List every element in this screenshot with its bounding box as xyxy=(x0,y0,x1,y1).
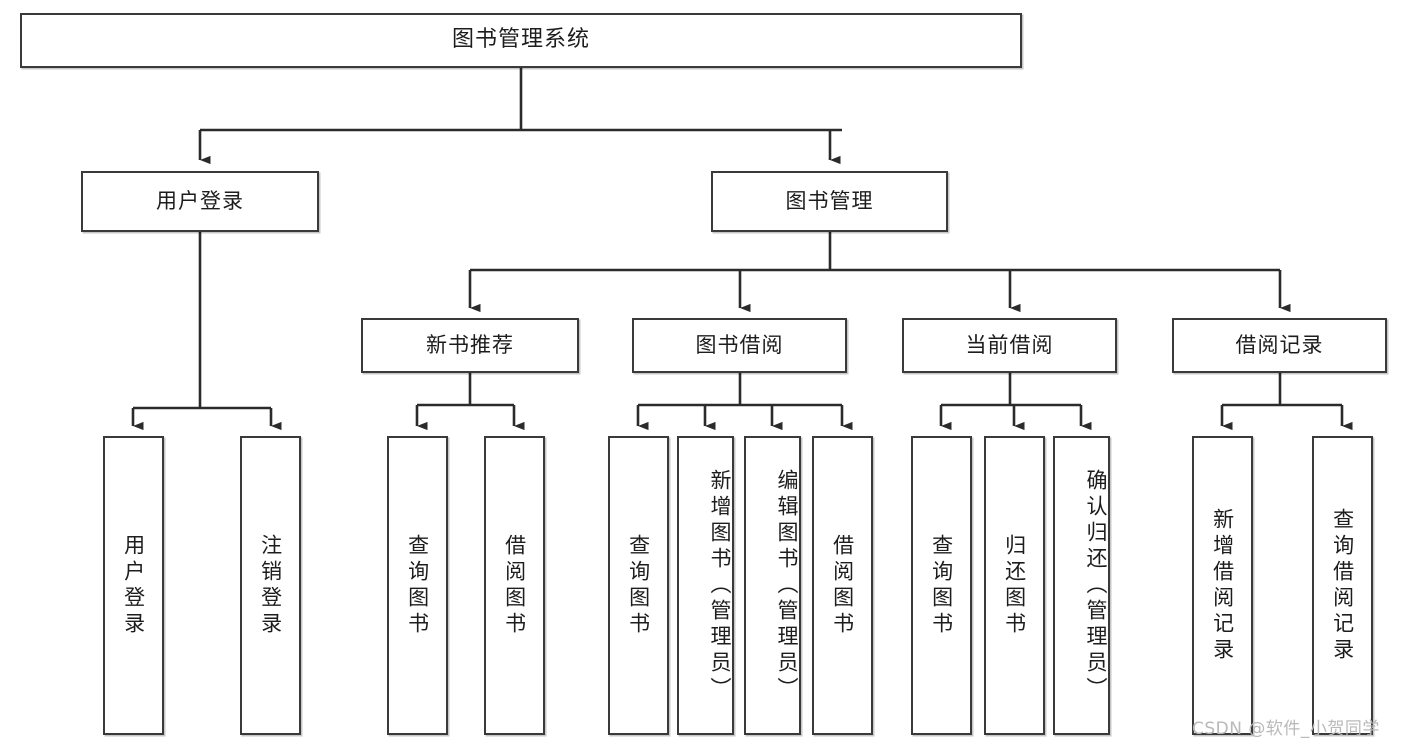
leaf-query-book-newbook[interactable]: 查询图书 xyxy=(387,436,448,735)
leaf-add-borrow-record[interactable]: 新增借阅记录 xyxy=(1192,436,1253,735)
leaf-user-login[interactable]: 用户登录 xyxy=(103,436,164,735)
leaf-confirm-return-admin[interactable]: 确认归还（管理员） xyxy=(1053,436,1110,735)
leaf-borrow-book-newbook[interactable]: 借阅图书 xyxy=(484,436,545,735)
leaf-add-book-admin[interactable]: 新增图书（管理员） xyxy=(677,436,734,735)
leaf-query-book-borrow[interactable]: 查询图书 xyxy=(608,436,669,735)
leaf-query-book-current[interactable]: 查询图书 xyxy=(911,436,972,735)
node-root-book-management-system[interactable]: 图书管理系统 xyxy=(20,13,1022,68)
leaf-return-book[interactable]: 归还图书 xyxy=(984,436,1045,735)
leaf-borrow-book-borrow[interactable]: 借阅图书 xyxy=(812,436,873,735)
node-borrowing-record[interactable]: 借阅记录 xyxy=(1172,318,1387,373)
node-book-borrowing[interactable]: 图书借阅 xyxy=(632,318,847,373)
node-user-login[interactable]: 用户登录 xyxy=(81,171,319,232)
leaf-query-borrow-record[interactable]: 查询借阅记录 xyxy=(1312,436,1373,735)
node-new-book-recommendation[interactable]: 新书推荐 xyxy=(361,318,579,373)
leaf-edit-book-admin[interactable]: 编辑图书（管理员） xyxy=(744,436,801,735)
node-current-borrowing[interactable]: 当前借阅 xyxy=(902,318,1117,373)
leaf-logout[interactable]: 注销登录 xyxy=(240,436,301,735)
node-book-management[interactable]: 图书管理 xyxy=(711,171,948,232)
